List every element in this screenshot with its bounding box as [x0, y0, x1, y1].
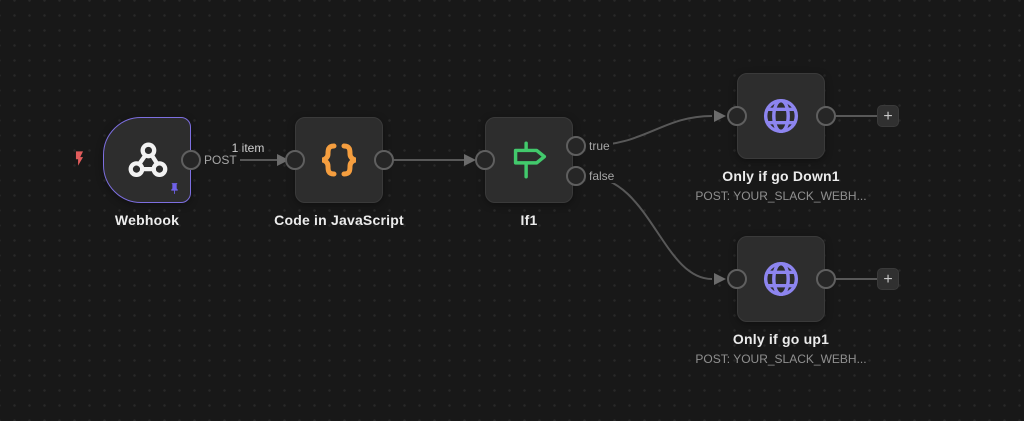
globe-icon [763, 261, 799, 297]
arrowhead-icon [714, 110, 726, 122]
pinned-data-icon [171, 183, 178, 194]
node-if[interactable] [485, 117, 573, 203]
port-code-input[interactable] [285, 150, 305, 170]
trigger-bolt-icon [75, 151, 84, 166]
port-http-down-input[interactable] [727, 106, 747, 126]
webhook-output-label: POST [201, 153, 240, 167]
node-code[interactable] [295, 117, 383, 203]
webhook-icon [128, 142, 168, 178]
port-if-output-false[interactable] [566, 166, 586, 186]
arrowhead-icon [277, 154, 289, 166]
node-title-http-down: Only if go Down1 [722, 168, 840, 184]
port-http-down-output[interactable] [816, 106, 836, 126]
node-subtitle-http-up: POST: YOUR_SLACK_WEBH... [695, 352, 867, 366]
node-subtitle-http-down: POST: YOUR_SLACK_WEBH... [695, 189, 867, 203]
port-if-input[interactable] [475, 150, 495, 170]
node-title-if: If1 [520, 212, 538, 228]
port-http-up-output[interactable] [816, 269, 836, 289]
node-title-webhook: Webhook [114, 212, 180, 228]
node-webhook[interactable] [103, 117, 191, 203]
arrowhead-icon [714, 273, 726, 285]
arrowhead-icon [464, 154, 476, 166]
node-title-http-up: Only if go up1 [732, 331, 830, 347]
if-true-label: true [586, 139, 613, 153]
port-code-output[interactable] [374, 150, 394, 170]
add-node-button[interactable]: + [877, 268, 899, 290]
globe-icon [763, 98, 799, 134]
port-webhook-output[interactable] [181, 150, 201, 170]
signpost-icon [513, 141, 547, 179]
connection-items-label: 1 item [231, 141, 265, 155]
code-braces-icon [321, 143, 357, 177]
port-if-output-true[interactable] [566, 136, 586, 156]
node-title-code: Code in JavaScript [274, 212, 404, 228]
port-http-up-input[interactable] [727, 269, 747, 289]
if-false-label: false [586, 169, 618, 183]
node-http-down[interactable] [737, 73, 825, 159]
node-http-up[interactable] [737, 236, 825, 322]
add-node-button[interactable]: + [877, 105, 899, 127]
